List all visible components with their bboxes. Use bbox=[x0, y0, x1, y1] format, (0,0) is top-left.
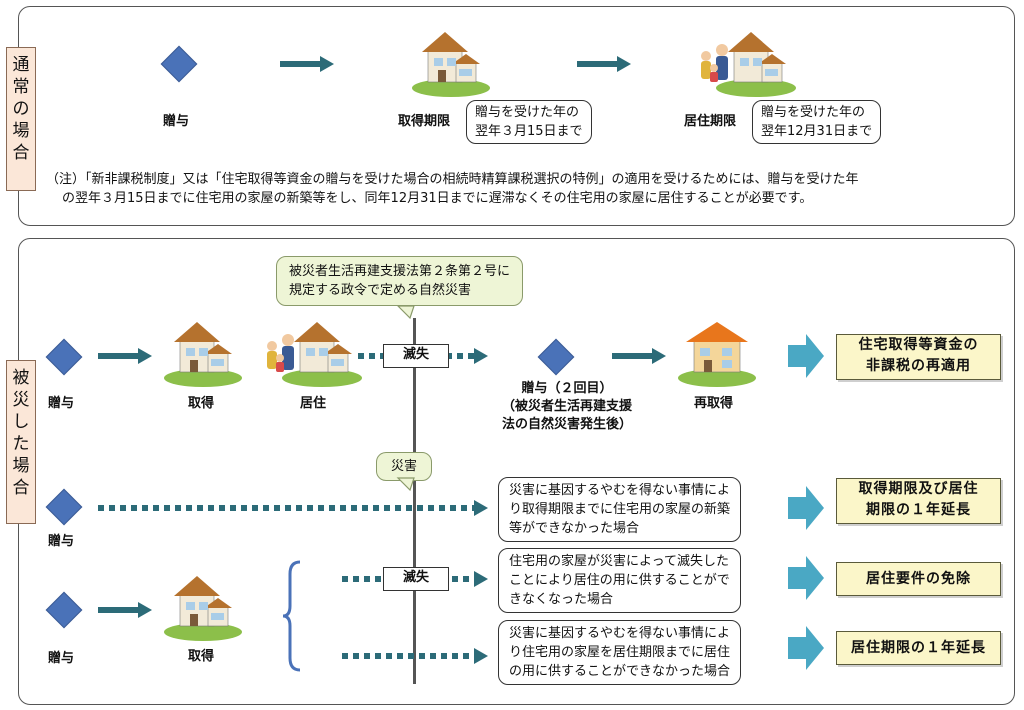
normal-case-side-label: 通 常 の 場 合 bbox=[6, 47, 36, 191]
family-house-icon bbox=[267, 322, 362, 387]
block-arrow-icon bbox=[788, 626, 824, 670]
block-arrow-icon bbox=[788, 486, 824, 530]
block-arrow-icon bbox=[788, 556, 824, 600]
row1-loss-label: 滅失 bbox=[383, 344, 449, 368]
acquire-deadline-box: 贈与を受けた年の 翌年３月15日まで bbox=[466, 100, 592, 144]
arrow-icon bbox=[280, 56, 334, 72]
row3-condition-b: 災害に基因するやむを得ない事情によ り住宅用の家屋を居住期限までに居住 の用に供… bbox=[498, 620, 742, 685]
row1-result: 住宅取得等資金の 非課税の再適用 bbox=[836, 334, 1001, 380]
callout-pointer bbox=[396, 305, 415, 320]
callout-pointer bbox=[396, 477, 415, 492]
house-icon bbox=[164, 322, 242, 387]
gift-label: 贈与 bbox=[163, 114, 190, 129]
row1-reacquire-label: 再取得 bbox=[694, 396, 734, 411]
row1-acquire-label: 取得 bbox=[188, 396, 215, 411]
disaster-callout: 災害 bbox=[376, 452, 433, 481]
house-icon bbox=[412, 32, 490, 97]
block-arrow-icon bbox=[788, 334, 824, 378]
reside-deadline-box: 贈与を受けた年の 翌年12月31日まで bbox=[752, 100, 882, 144]
arrow-icon bbox=[98, 602, 152, 618]
note-text: （注）「新非課税制度」又は「住宅取得等資金の贈与を受けた場合の相続時精算課税選択… bbox=[46, 172, 859, 206]
house-icon bbox=[164, 576, 242, 641]
dotted-arrow bbox=[98, 500, 488, 516]
house-icon bbox=[678, 322, 756, 387]
row1-reside-label: 居住 bbox=[300, 396, 327, 411]
row2-gift-label: 贈与 bbox=[48, 534, 75, 549]
curly-brace bbox=[282, 560, 301, 672]
row3-condition-a: 住宅用の家屋が災害によって滅失した ことにより居住の用に供することがで きなくな… bbox=[498, 548, 741, 613]
row2-result: 取得期限及び居住 期限の１年延長 bbox=[836, 478, 1001, 524]
family-house-icon bbox=[701, 32, 796, 97]
acquire-deadline-label: 取得期限 bbox=[398, 114, 451, 129]
row1-gift-label: 贈与 bbox=[48, 396, 75, 411]
reside-deadline-label: 居住期限 bbox=[684, 114, 737, 129]
disaster-case-side-label: 被 災 し た 場 合 bbox=[6, 360, 36, 524]
arrow-icon bbox=[577, 56, 631, 72]
row1-second-gift: 贈与（２回目） （被災者生活再建支援 法の自然災害発生後） bbox=[502, 381, 633, 432]
arrow-icon bbox=[98, 348, 152, 364]
row3-acquire-label: 取得 bbox=[188, 649, 215, 664]
row2-condition: 災害に基因するやむを得ない事情によ り取得期限までに住宅用の家屋の新築 等ができ… bbox=[498, 477, 742, 542]
row3-loss-label: 滅失 bbox=[383, 567, 449, 591]
natural-disaster-callout: 被災者生活再建支援法第２条第２号に 規定する政令で定める自然災害 bbox=[276, 256, 524, 306]
dotted-arrow bbox=[342, 648, 488, 664]
row3-gift-label: 贈与 bbox=[48, 651, 75, 666]
disaster-timeline bbox=[413, 318, 416, 684]
row3-result-b: 居住期限の１年延長 bbox=[836, 631, 1001, 665]
arrow-icon bbox=[612, 348, 666, 364]
row3-result-a: 居住要件の免除 bbox=[836, 562, 1001, 596]
